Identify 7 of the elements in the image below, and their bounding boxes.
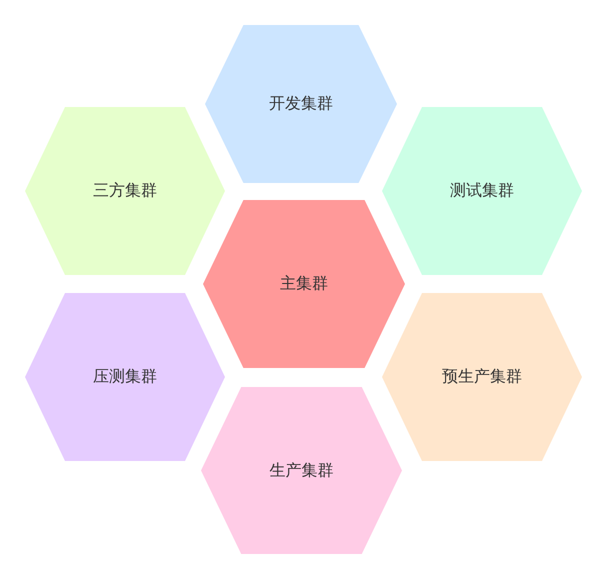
hexagon-label: 测试集群 — [449, 180, 515, 202]
hexagon-label: 预生产集群 — [441, 366, 523, 388]
hexagon-label: 开发集群 — [268, 94, 334, 114]
hexagon-label: 生产集群 — [268, 460, 334, 481]
hexagon-label: 主集群 — [279, 274, 329, 294]
hexagon-label: 三方集群 — [92, 180, 158, 202]
hexagon-label: 压测集群 — [92, 366, 158, 388]
